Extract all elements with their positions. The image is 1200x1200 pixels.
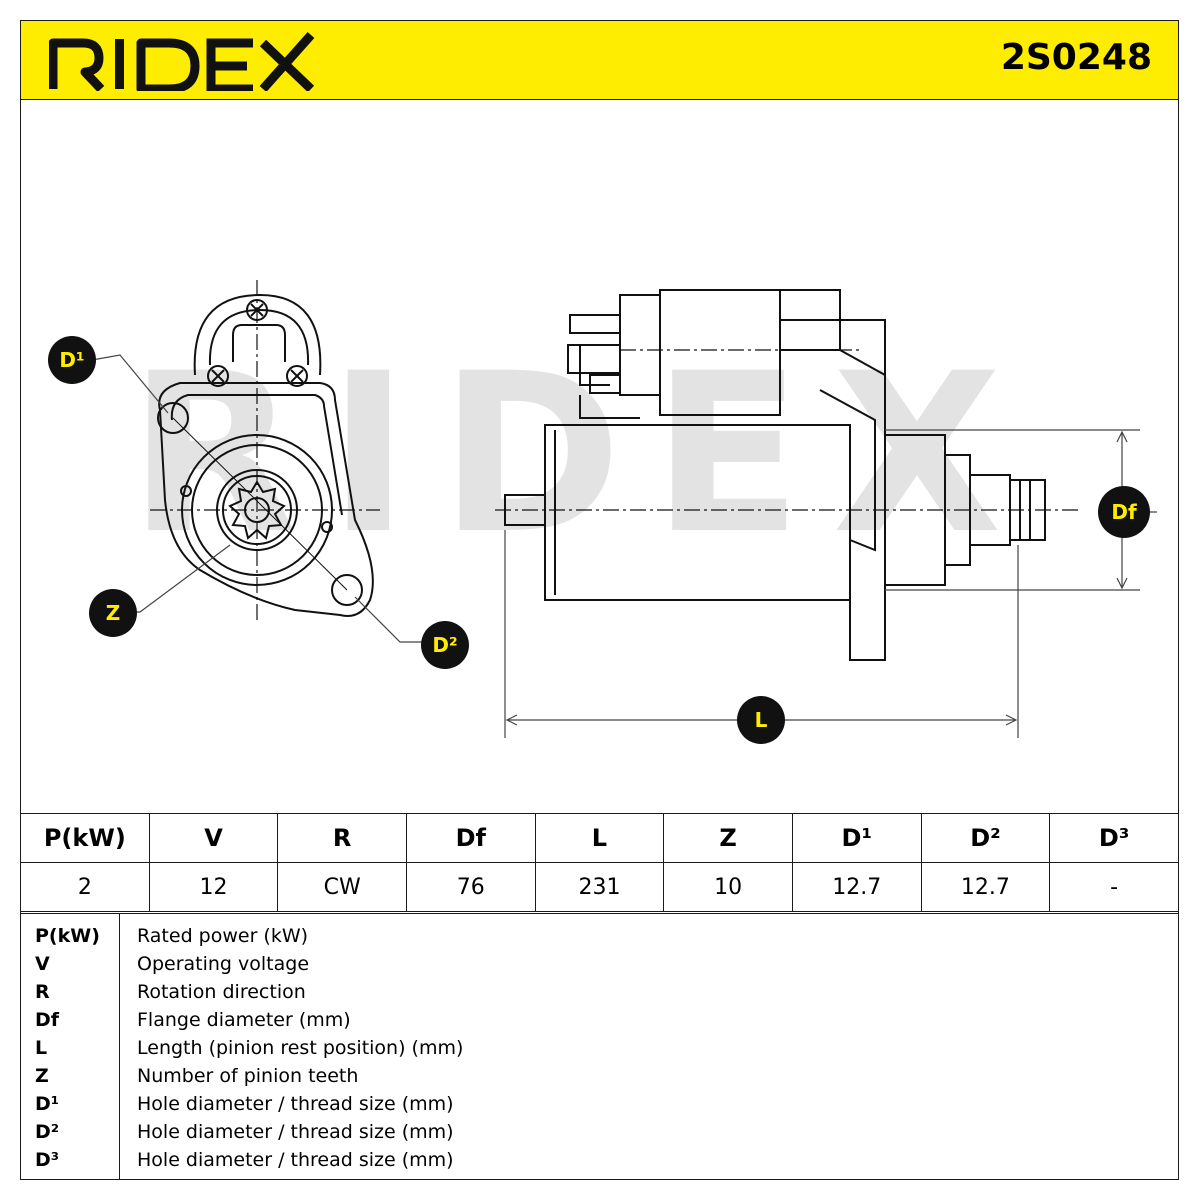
legend-key: V xyxy=(35,953,50,975)
spec-header-v: V xyxy=(148,813,279,863)
part-number: 2S0248 xyxy=(1000,37,1152,78)
legend-desc: Rated power (kW) xyxy=(137,925,309,947)
callout-df-label: Df xyxy=(1111,500,1137,524)
legend-key: P(kW) xyxy=(35,925,100,947)
legend-row: V Operating voltage xyxy=(21,950,1178,978)
dimension-lines xyxy=(504,429,1140,738)
spec-value-l: 231 xyxy=(534,862,665,912)
spec-value-d2: 12.7 xyxy=(920,862,1051,912)
legend-row: D² Hole diameter / thread size (mm) xyxy=(21,1118,1178,1146)
legend-row: L Length (pinion rest position) (mm) xyxy=(21,1034,1178,1062)
spec-value-df: 76 xyxy=(405,862,536,912)
legend-key: D² xyxy=(35,1121,60,1143)
legend-key: Z xyxy=(35,1065,49,1087)
spec-header-d3: D³ xyxy=(1049,813,1179,863)
callout-z: Z xyxy=(89,589,137,637)
legend-key: L xyxy=(35,1037,48,1059)
ridex-logo xyxy=(49,32,315,91)
callout-df: Df xyxy=(1098,486,1150,538)
spec-value-d3: - xyxy=(1049,862,1179,912)
legend-desc: Length (pinion rest position) (mm) xyxy=(137,1037,464,1059)
legend-key: R xyxy=(35,981,50,1003)
legend-row: D³ Hole diameter / thread size (mm) xyxy=(21,1146,1178,1174)
spec-header-df: Df xyxy=(405,813,536,863)
starter-side-view xyxy=(495,289,1080,661)
spec-header-r: R xyxy=(277,813,407,863)
legend-desc: Flange diameter (mm) xyxy=(137,1009,351,1031)
legend-desc: Hole diameter / thread size (mm) xyxy=(137,1093,454,1115)
callout-z-label: Z xyxy=(106,601,121,625)
spec-table: P(kW) V R Df L Z D¹ D² D³ 2 12 CW 76 231… xyxy=(20,813,1179,912)
legend-divider xyxy=(119,914,120,1179)
callout-d1: D¹ xyxy=(48,336,96,384)
spec-value-pkw: 2 xyxy=(20,862,150,912)
spec-header-l: L xyxy=(534,813,665,863)
legend-desc: Operating voltage xyxy=(137,953,310,975)
callout-l-label: L xyxy=(755,708,768,732)
legend-desc: Rotation direction xyxy=(137,981,306,1003)
legend-row: P(kW) Rated power (kW) xyxy=(21,922,1178,950)
legend-row: R Rotation direction xyxy=(21,978,1178,1006)
spec-table-value-row: 2 12 CW 76 231 10 12.7 12.7 - xyxy=(20,862,1179,912)
spec-value-r: CW xyxy=(277,862,407,912)
legend-desc: Number of pinion teeth xyxy=(137,1065,359,1087)
callout-l: L xyxy=(737,696,785,744)
spec-header-z: Z xyxy=(663,813,793,863)
spec-header-pkw: P(kW) xyxy=(20,813,150,863)
spec-table-header-row: P(kW) V R Df L Z D¹ D² D³ xyxy=(20,813,1179,863)
legend-row: Z Number of pinion teeth xyxy=(21,1062,1178,1090)
legend-key: Df xyxy=(35,1009,60,1031)
spec-header-d1: D¹ xyxy=(791,813,922,863)
spec-value-d1: 12.7 xyxy=(791,862,922,912)
legend-desc: Hole diameter / thread size (mm) xyxy=(137,1149,454,1171)
legend-key: D¹ xyxy=(35,1093,60,1115)
callout-d1-label: D¹ xyxy=(59,348,84,372)
legend-row: D¹ Hole diameter / thread size (mm) xyxy=(21,1090,1178,1118)
header-bar: 2S0248 xyxy=(20,20,1179,100)
callout-d2-label: D² xyxy=(432,633,457,657)
legend: P(kW) Rated power (kW) V Operating volta… xyxy=(20,913,1179,1180)
legend-key: D³ xyxy=(35,1149,60,1171)
spec-value-v: 12 xyxy=(148,862,279,912)
starter-front-view xyxy=(150,280,380,620)
legend-row: Df Flange diameter (mm) xyxy=(21,1006,1178,1034)
legend-desc: Hole diameter / thread size (mm) xyxy=(137,1121,454,1143)
spec-value-z: 10 xyxy=(663,862,793,912)
spec-header-d2: D² xyxy=(920,813,1051,863)
technical-drawing: RIDEX xyxy=(20,100,1179,813)
callout-d2: D² xyxy=(421,621,469,669)
